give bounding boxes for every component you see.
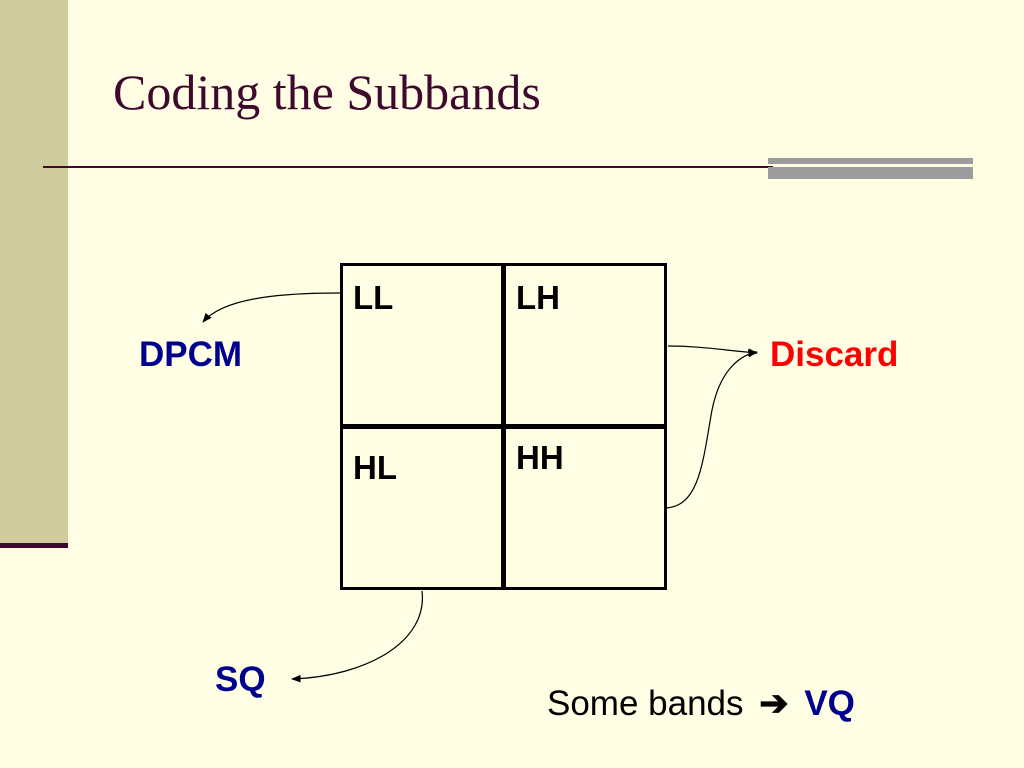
side-decoration-rule [0,543,68,548]
discard-label: Discard [770,335,899,374]
title-accent-bar-bottom [768,167,973,179]
arrow-ll-to-dpcm [202,292,341,323]
vq-label: VQ [804,684,855,723]
arrow-hh-to-discard [666,349,758,509]
sq-label: SQ [215,660,266,699]
cell-lh: LH [501,263,667,429]
cell-hh: HH [501,424,667,590]
cell-lh-label: LH [516,279,560,316]
side-decoration-bar [0,0,68,545]
cell-ll: LL [340,263,506,429]
cell-hh-label: HH [516,439,564,476]
arrow-hl-to-sq [291,590,423,683]
arrow-lh-to-discard [667,345,758,357]
dpcm-label: DPCM [139,335,243,374]
title-accent-bar-top [768,158,973,164]
right-arrow-icon: ➔ [759,684,789,723]
subband-grid: LL LH HL HH [340,263,667,590]
slide-title: Coding the Subbands [113,64,541,120]
some-bands-note: Some bands ➔ VQ [547,686,855,721]
title-underline [43,166,773,168]
note-text: Some bands [547,684,744,723]
cell-hl: HL [340,424,506,590]
cell-hl-label: HL [353,449,397,486]
cell-ll-label: LL [353,279,394,316]
